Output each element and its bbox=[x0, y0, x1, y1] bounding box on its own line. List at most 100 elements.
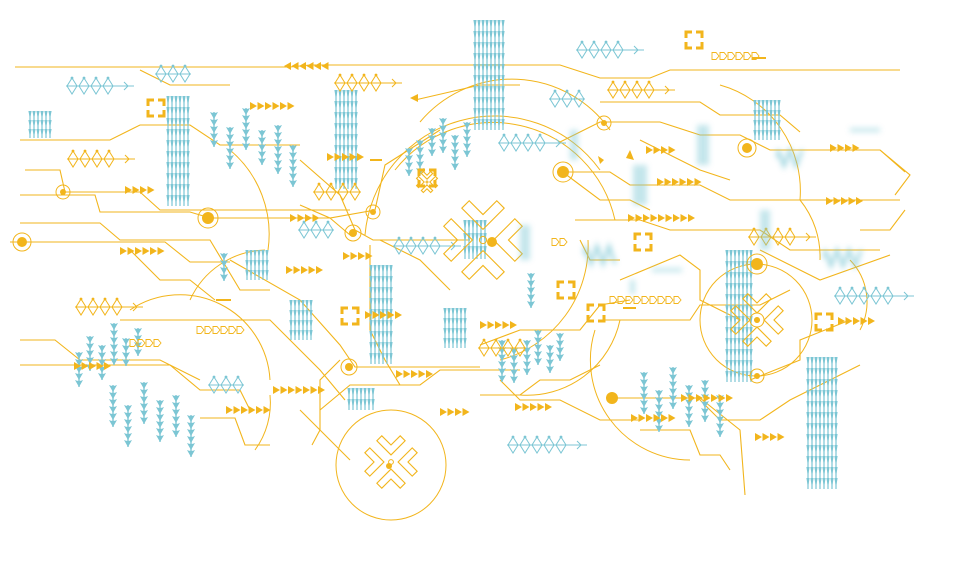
barcode-tick bbox=[463, 308, 467, 317]
node-dot bbox=[749, 312, 765, 328]
diamond bbox=[519, 436, 531, 454]
diamond-cap bbox=[611, 80, 615, 84]
outline-arrow bbox=[617, 296, 626, 304]
drop-mark bbox=[226, 148, 234, 155]
barcode-tick bbox=[753, 110, 757, 119]
drop-mark bbox=[640, 372, 648, 379]
arrow-mark bbox=[257, 102, 265, 110]
diamond bbox=[75, 298, 87, 316]
drop-mark bbox=[439, 132, 447, 139]
barcode-tick bbox=[473, 97, 477, 107]
barcode-tick bbox=[178, 151, 182, 161]
barcode-tick bbox=[350, 112, 354, 122]
barcode-tick bbox=[765, 100, 769, 109]
drop-mark bbox=[274, 146, 282, 153]
node-core bbox=[487, 237, 497, 247]
barcode-tick bbox=[369, 287, 373, 297]
barcode-tick bbox=[459, 328, 463, 337]
diamond-cap bbox=[79, 297, 83, 301]
barcode-tick bbox=[777, 100, 781, 109]
diamond bbox=[534, 134, 546, 152]
barcode-tick bbox=[483, 220, 487, 232]
barcode-tick bbox=[36, 129, 40, 138]
diamond-cap bbox=[776, 227, 780, 231]
outline-arrow bbox=[559, 238, 568, 246]
drop-mark bbox=[274, 125, 282, 132]
barcode-tick bbox=[806, 478, 810, 488]
diamond-cap bbox=[329, 182, 333, 186]
barcode-tick bbox=[385, 353, 389, 363]
circuit-trace bbox=[299, 159, 470, 241]
barcode-tick bbox=[806, 434, 810, 444]
barcode-tick bbox=[501, 42, 505, 52]
barcode-tick bbox=[447, 308, 451, 317]
barcode-tick bbox=[769, 110, 773, 119]
barcode-tick bbox=[338, 145, 342, 155]
barcode-tick bbox=[737, 261, 741, 271]
arrow-mark bbox=[770, 433, 777, 441]
arrow-mark bbox=[688, 214, 695, 222]
diamond-cap bbox=[409, 236, 413, 240]
arrow-mark bbox=[665, 214, 673, 222]
barcode-tick bbox=[342, 167, 346, 177]
circuit-trace bbox=[799, 199, 821, 261]
barcode-tick bbox=[447, 318, 451, 327]
arrow-mark bbox=[830, 144, 837, 152]
drop-mark bbox=[172, 423, 180, 430]
diamond bbox=[103, 150, 115, 168]
node-ring bbox=[344, 224, 362, 242]
barcode-tick bbox=[342, 112, 346, 122]
circuit-trace bbox=[10, 241, 230, 263]
diamond-cap bbox=[338, 73, 342, 77]
barcode-tick bbox=[44, 111, 48, 120]
barcode-tick bbox=[350, 101, 354, 111]
arrow-mark bbox=[502, 321, 510, 329]
arrow-chain bbox=[838, 317, 875, 325]
diamond-cap bbox=[850, 286, 854, 290]
drop-mark bbox=[187, 450, 195, 457]
barcode-tick bbox=[733, 283, 737, 293]
barcode-strip bbox=[806, 357, 838, 489]
drop-column bbox=[110, 323, 118, 365]
chevron-piece bbox=[376, 468, 406, 489]
chain-tail bbox=[664, 85, 670, 95]
barcode-tick bbox=[773, 110, 777, 119]
barcode-tick bbox=[166, 129, 170, 139]
arrow-mark bbox=[273, 386, 280, 394]
barcode-tick bbox=[355, 399, 359, 409]
node-dot bbox=[606, 392, 618, 404]
drop-mark bbox=[498, 368, 506, 375]
drop-mark bbox=[86, 357, 94, 364]
diamond-chain bbox=[208, 375, 244, 394]
barcode-tick bbox=[729, 360, 733, 370]
barcode-tick bbox=[749, 283, 753, 293]
diamond-cap bbox=[82, 76, 86, 80]
outline-arrow-chain bbox=[711, 52, 760, 60]
arrow-mark bbox=[668, 146, 676, 154]
barcode-tick bbox=[814, 390, 818, 400]
barcode-tick bbox=[818, 368, 822, 378]
outline-arrow-chain bbox=[649, 296, 682, 304]
barcode-tick bbox=[166, 118, 170, 128]
knot-arm bbox=[429, 168, 437, 176]
diamond-chain bbox=[607, 80, 675, 99]
drop-mark bbox=[75, 359, 83, 366]
barcode-tick bbox=[363, 399, 367, 409]
barcode-tick bbox=[354, 90, 358, 100]
diamond bbox=[90, 77, 102, 95]
barcode-tick bbox=[834, 478, 838, 488]
barcode-tick bbox=[741, 272, 745, 282]
barcode-tick bbox=[473, 20, 477, 30]
barcode-tick bbox=[753, 130, 757, 139]
barcode-tick bbox=[737, 338, 741, 348]
diamond bbox=[555, 436, 567, 454]
arrow-mark bbox=[681, 394, 688, 402]
arrow-chain bbox=[515, 403, 552, 411]
barcode-tick bbox=[725, 272, 729, 282]
barcode-tick bbox=[473, 75, 477, 85]
arrow-chain bbox=[396, 370, 433, 378]
drop-mark bbox=[701, 415, 709, 422]
arrow-mark bbox=[837, 144, 845, 152]
knot-arm bbox=[568, 292, 576, 300]
barcode-tick bbox=[497, 108, 501, 118]
